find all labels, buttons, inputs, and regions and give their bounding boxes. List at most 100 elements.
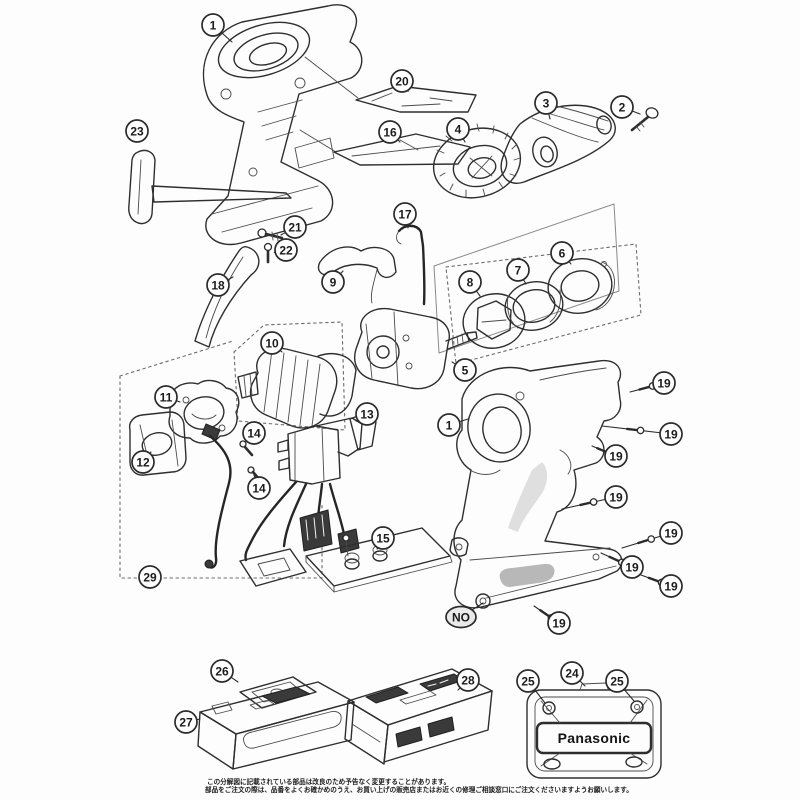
callout-5: 5	[451, 358, 477, 382]
housing-right-half	[453, 359, 623, 609]
svg-text:19: 19	[552, 616, 566, 630]
callout-24: 24	[560, 661, 586, 687]
svg-text:9: 9	[330, 275, 337, 289]
callout-29: 29	[138, 565, 162, 589]
ring-7	[504, 281, 564, 331]
svg-text:13: 13	[360, 407, 374, 421]
battery-cover-24: Panasonic	[526, 682, 662, 779]
svg-text:2: 2	[619, 100, 626, 114]
callout-28: 28	[456, 668, 480, 692]
callout-14: 14	[242, 421, 266, 445]
motor-10	[237, 347, 357, 429]
svg-text:8: 8	[467, 275, 474, 289]
callout-19: 19	[561, 485, 628, 510]
caption-line-1: この分解図に記載されている部品は改良のため予告なく変更することがあります。	[207, 777, 450, 786]
housing-left-half	[202, 4, 363, 246]
screw-2	[630, 107, 659, 132]
callout-12: 12	[131, 450, 155, 474]
callout-26: 26	[210, 659, 239, 683]
svg-text:14: 14	[252, 481, 266, 495]
svg-text:17: 17	[398, 207, 412, 221]
callout-13: 13	[355, 402, 379, 426]
callout-18: 18	[206, 273, 234, 297]
callout-19: 19	[600, 552, 644, 579]
callout-11: 11	[154, 385, 181, 409]
caption-line-2: 部品をご注文の際は、品番をよくお確かめのうえ、お買い上げの販売店またはお近くの修…	[205, 785, 633, 794]
svg-text:6: 6	[559, 246, 566, 260]
callout-2: 2	[610, 95, 641, 119]
callout-15: 15	[371, 526, 395, 550]
svg-text:19: 19	[664, 579, 678, 593]
callout-3: 3	[534, 91, 558, 120]
svg-text:10: 10	[265, 336, 279, 350]
svg-text:1: 1	[210, 18, 217, 32]
svg-text:19: 19	[657, 376, 671, 390]
callout-19: 19	[601, 422, 683, 446]
svg-text:19: 19	[664, 427, 678, 441]
assembly-box-solid	[433, 203, 620, 354]
svg-text:15: 15	[376, 531, 390, 545]
svg-text:23: 23	[130, 124, 144, 138]
callout-6: 6	[550, 241, 574, 265]
callout-10: 10	[260, 331, 284, 355]
callout-23: 23	[125, 119, 149, 143]
assembly-box-dashed	[445, 243, 642, 365]
callout-20: 20	[390, 69, 414, 93]
callout-22: 22	[273, 238, 298, 262]
plate-20	[355, 85, 477, 113]
callout-27: 27	[174, 710, 201, 734]
screw-21	[257, 228, 284, 242]
svg-text:21: 21	[288, 220, 302, 234]
callout-9: 9	[321, 270, 345, 294]
svg-text:20: 20	[395, 74, 409, 88]
svg-text:24: 24	[565, 666, 579, 680]
svg-text:19: 19	[664, 526, 678, 540]
svg-text:25: 25	[521, 674, 535, 688]
lead-wire-29	[201, 423, 232, 569]
callout-19: 19	[640, 574, 683, 598]
hex-washer-8	[462, 293, 526, 349]
end-bell-11	[168, 379, 240, 444]
lever-18	[194, 246, 260, 348]
svg-text:26: 26	[215, 664, 229, 678]
motor-box-dashed	[119, 321, 346, 579]
svg-text:1: 1	[446, 418, 453, 432]
panasonic-logo-text: Panasonic	[558, 730, 631, 746]
callout-19: 19	[621, 521, 683, 549]
callout-1: 1	[437, 413, 469, 437]
svg-text:22: 22	[279, 243, 293, 257]
callout-4: 4	[446, 117, 470, 143]
chuck-3	[500, 104, 616, 184]
callout-1: 1	[201, 13, 233, 43]
svg-text:19: 19	[609, 490, 623, 504]
charger-28	[344, 668, 493, 765]
svg-text:27: 27	[179, 715, 193, 729]
callout-21: 21	[280, 215, 307, 239]
svg-text:5: 5	[462, 363, 469, 377]
caption: この分解図に記載されている部品は改良のため予告なく変更することがあります。 部品…	[205, 777, 633, 794]
svg-text:11: 11	[160, 390, 173, 404]
svg-text:28: 28	[461, 673, 475, 687]
switch-13	[239, 411, 377, 587]
callout-17: 17	[393, 202, 417, 229]
svg-text:25: 25	[610, 674, 624, 688]
callout-NO: NO	[445, 602, 484, 629]
svg-text:14: 14	[247, 426, 261, 440]
svg-text:4: 4	[455, 122, 462, 136]
clutch-ring-4	[432, 123, 522, 199]
svg-text:18: 18	[211, 278, 225, 292]
callout-25: 25	[516, 669, 546, 704]
svg-text:29: 29	[143, 570, 157, 584]
screw-14a	[239, 440, 254, 457]
callout-8: 8	[458, 270, 482, 297]
callout-19: 19	[533, 605, 571, 635]
plate-16	[333, 133, 471, 166]
rod-23	[128, 149, 292, 225]
battery-pack-27	[197, 681, 355, 770]
callout-19: 19	[591, 444, 628, 468]
screw-22	[263, 242, 273, 264]
callout-7: 7	[506, 258, 530, 285]
svg-text:19: 19	[625, 560, 639, 574]
